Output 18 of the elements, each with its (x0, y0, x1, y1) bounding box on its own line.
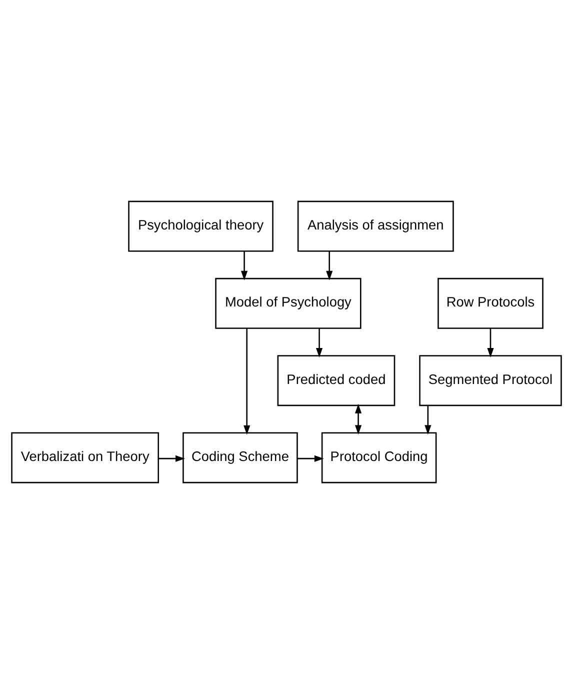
arrow (316, 328, 323, 358)
arrow (326, 252, 333, 280)
node-box: Model of Psychology (215, 278, 362, 329)
arrow (298, 455, 324, 462)
node-box: Psychological theory (128, 200, 274, 252)
node-box: Segmented Protocol (419, 355, 562, 406)
arrow (354, 404, 362, 435)
arrow (424, 406, 432, 435)
node-box: Coding Scheme (182, 432, 298, 484)
arrow (158, 455, 185, 462)
node-box: Protocol Coding (321, 432, 437, 484)
arrow (240, 252, 248, 280)
node-box: Row Protocols (438, 278, 544, 329)
node-box: Verbalizati on Theory (11, 432, 159, 484)
node-box: Predicted coded (277, 355, 396, 406)
arrow (244, 328, 250, 435)
arrow (487, 328, 494, 358)
node-box: Analysis of assignmen (297, 200, 454, 252)
